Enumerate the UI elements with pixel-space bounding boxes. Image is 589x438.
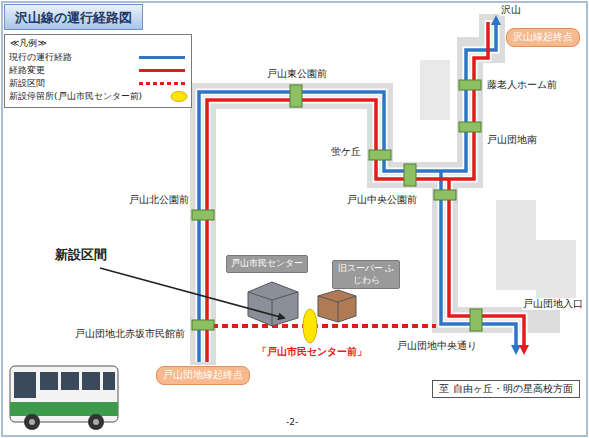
stop-name: 戸山団地入口 [522, 298, 584, 310]
legend-sample [143, 90, 189, 103]
node-text: 旧スーパー ふじわら [337, 263, 395, 286]
stop-name: 沢山 [500, 4, 522, 16]
legend-row: 経路変更 [9, 64, 187, 77]
stop-name: 戸山団地中央通り [396, 340, 478, 352]
legend-text: 現行の運行経路 [9, 52, 72, 62]
legend-row: 現行の運行経路 [9, 51, 187, 64]
building-label: 戸山市民センター [226, 255, 308, 273]
legend-text: 経路変更 [9, 65, 45, 75]
legend-sample [139, 51, 185, 64]
new-stop-name: 「戸山市民センター前」 [256, 346, 368, 358]
stop-name: 戸山北公園前 [128, 194, 190, 206]
stop-name: 戸山東公園前 [266, 68, 328, 80]
legend-text: 新設区間 [9, 78, 45, 88]
stop-name: 戸山団地南 [486, 134, 538, 146]
building-label: 旧スーパー ふじわら [332, 260, 400, 289]
node-text: 戸山市民センター [231, 258, 303, 269]
stop-name: 藤老人ホーム前 [486, 79, 558, 91]
stop-name: 戸山中央公園前 [346, 194, 418, 206]
legend-sample [139, 77, 185, 90]
terminal-box: 沢山線起終点 [506, 28, 580, 47]
node-text: 沢山線起終点 [513, 31, 573, 44]
title-tab: 沢山線の運行経路図 [4, 4, 143, 30]
page-number: -2- [285, 416, 299, 428]
callout-text: 新設区間 [54, 247, 108, 263]
legend-sample [139, 64, 185, 77]
legend-heading: ≪凡例≫ [9, 37, 48, 49]
node-text: 至 自由ヶ丘・明の星高校方面 [439, 383, 572, 395]
stop-name: 戸山団地北赤坂市民館前 [74, 328, 186, 340]
legend-row: 新設停留所(戸山市民センター前) [9, 90, 187, 103]
legend-text: 新設停留所(戸山市民センター前) [9, 91, 142, 101]
legend-row: 新設区間 [9, 77, 187, 90]
stop-name: 蛍ケ丘 [330, 146, 362, 158]
terminal-box: 戸山団地線起終点 [156, 366, 250, 385]
node-text: 戸山団地線起終点 [163, 369, 243, 382]
direction-box: 至 自由ヶ丘・明の星高校方面 [432, 380, 580, 398]
